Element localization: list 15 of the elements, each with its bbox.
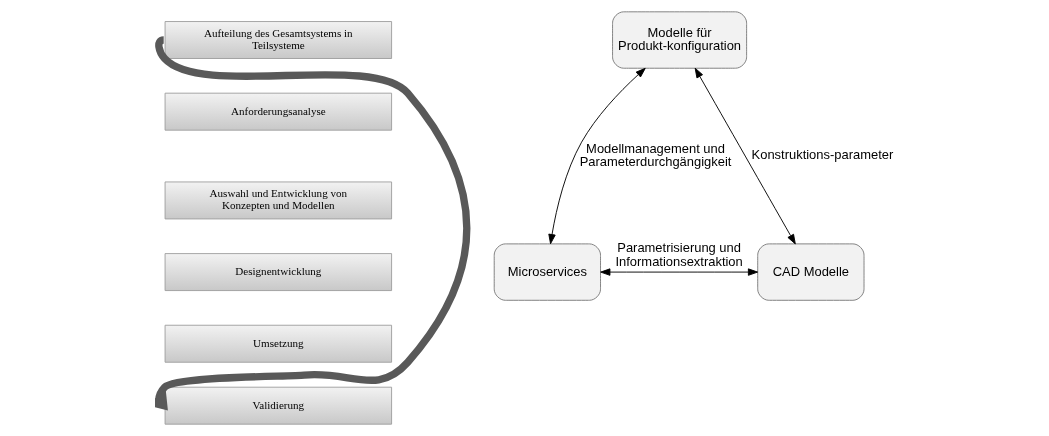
node-box: Microservices — [493, 243, 601, 301]
node-box: CAD Modelle — [756, 243, 864, 301]
node-box: Designentwicklung — [164, 253, 392, 292]
arrow — [599, 268, 758, 276]
node-box: Umsetzung — [164, 324, 392, 363]
edge-label: Parametrisierung und Informationsextraktion — [614, 239, 743, 269]
edge-label: Modellmanagement und Parameterdurchgängigkeit — [579, 140, 731, 170]
edge-label: Konstruktions-parameter — [751, 147, 893, 163]
node-box: Auswahl und Entwicklung von Konzepten und Modellen — [164, 181, 392, 220]
node-box: Anforderungsanalyse — [164, 92, 392, 131]
arrow — [694, 67, 796, 245]
node-box: Aufteilung des Gesamtsystems in Teilsysteme — [164, 21, 392, 59]
arrow — [547, 67, 646, 245]
node-box: Modelle für Produkt-konfiguration — [611, 11, 747, 69]
node-box: Validierung — [164, 386, 392, 425]
